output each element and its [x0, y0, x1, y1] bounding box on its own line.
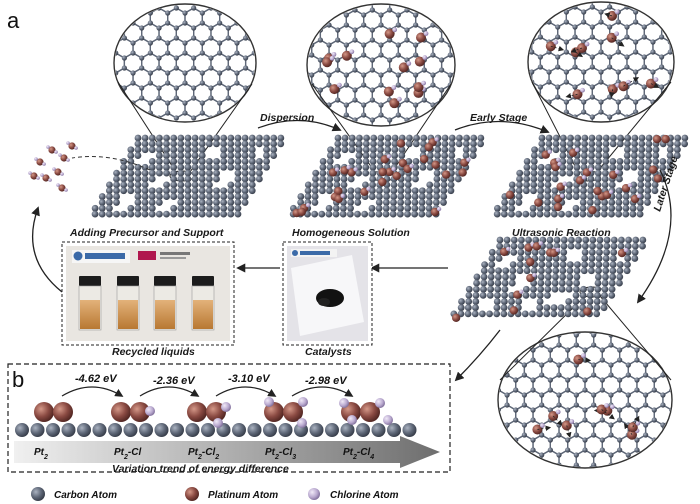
arrow-recycle-loop	[31, 206, 63, 293]
legend: Carbon Atom Platinum Atom Chlorine Atom	[31, 487, 399, 501]
label-adding-precursor: Adding Precursor and Support	[69, 227, 224, 239]
species-label-3: Pt2-Cl2	[188, 447, 219, 461]
energy-panel: b -4.62 eV -2.36 eV -3.10 eV -2.98 eV Pt…	[7, 363, 451, 475]
zoom-bubble-ultrasonic	[527, 1, 675, 123]
zoom-bubble-support	[113, 3, 257, 123]
species-label-2: Pt2-Cl	[114, 447, 141, 461]
arrow-early-stage	[454, 120, 550, 134]
graphene-sheets	[91, 134, 689, 323]
label-recycled-liquids: Recycled liquids	[112, 346, 195, 358]
process-arrows	[31, 119, 672, 382]
label-homogeneous: Homogeneous Solution	[292, 227, 410, 239]
energy-hop-arrows	[61, 386, 354, 397]
precursor-dashed-path	[71, 156, 151, 171]
precursor-molecules	[28, 141, 78, 192]
label-early-stage: Early Stage	[470, 112, 527, 124]
label-ultrasonic: Ultrasonic Reaction	[512, 227, 611, 239]
legend-carbon-label: Carbon Atom	[54, 490, 117, 501]
arrow-dispersion	[257, 119, 342, 132]
legend-chlorine-icon	[308, 488, 320, 500]
energy-value-3: -3.10 eV	[228, 373, 271, 385]
trend-label: Variation trend of energy difference	[112, 463, 289, 475]
species-label-4: Pt2-Cl3	[265, 447, 296, 461]
university-logo-icon	[73, 251, 83, 261]
legend-carbon-icon	[31, 487, 45, 501]
panel-label-b: b	[12, 367, 24, 392]
trend-arrow	[14, 436, 440, 468]
legend-platinum-icon	[185, 487, 199, 501]
arrow-later-stage	[636, 169, 672, 304]
panel-label-a: a	[7, 8, 20, 33]
legend-chlorine-label: Chlorine Atom	[330, 490, 399, 501]
species-label-1: Pt2	[34, 447, 48, 461]
species-labels: Pt2 Pt2-Cl Pt2-Cl2 Pt2-Cl3 Pt2-Cl4	[34, 447, 374, 461]
arrow-to-energy-panel	[454, 329, 501, 382]
cityu-logo-icon	[138, 251, 156, 260]
label-dispersion: Dispersion	[260, 112, 314, 124]
species-label-5: Pt2-Cl4	[343, 447, 374, 461]
energy-value-4: -2.98 eV	[305, 375, 348, 387]
label-catalysts: Catalysts	[305, 346, 352, 358]
magnified-views	[113, 1, 675, 469]
photo-catalysts	[282, 241, 373, 346]
energy-value-2: -2.36 eV	[153, 375, 196, 387]
photo-recycled-liquids	[61, 241, 235, 346]
energy-value-1: -4.62 eV	[75, 373, 118, 385]
adsorption-row	[15, 397, 417, 437]
legend-platinum-label: Platinum Atom	[208, 490, 278, 501]
